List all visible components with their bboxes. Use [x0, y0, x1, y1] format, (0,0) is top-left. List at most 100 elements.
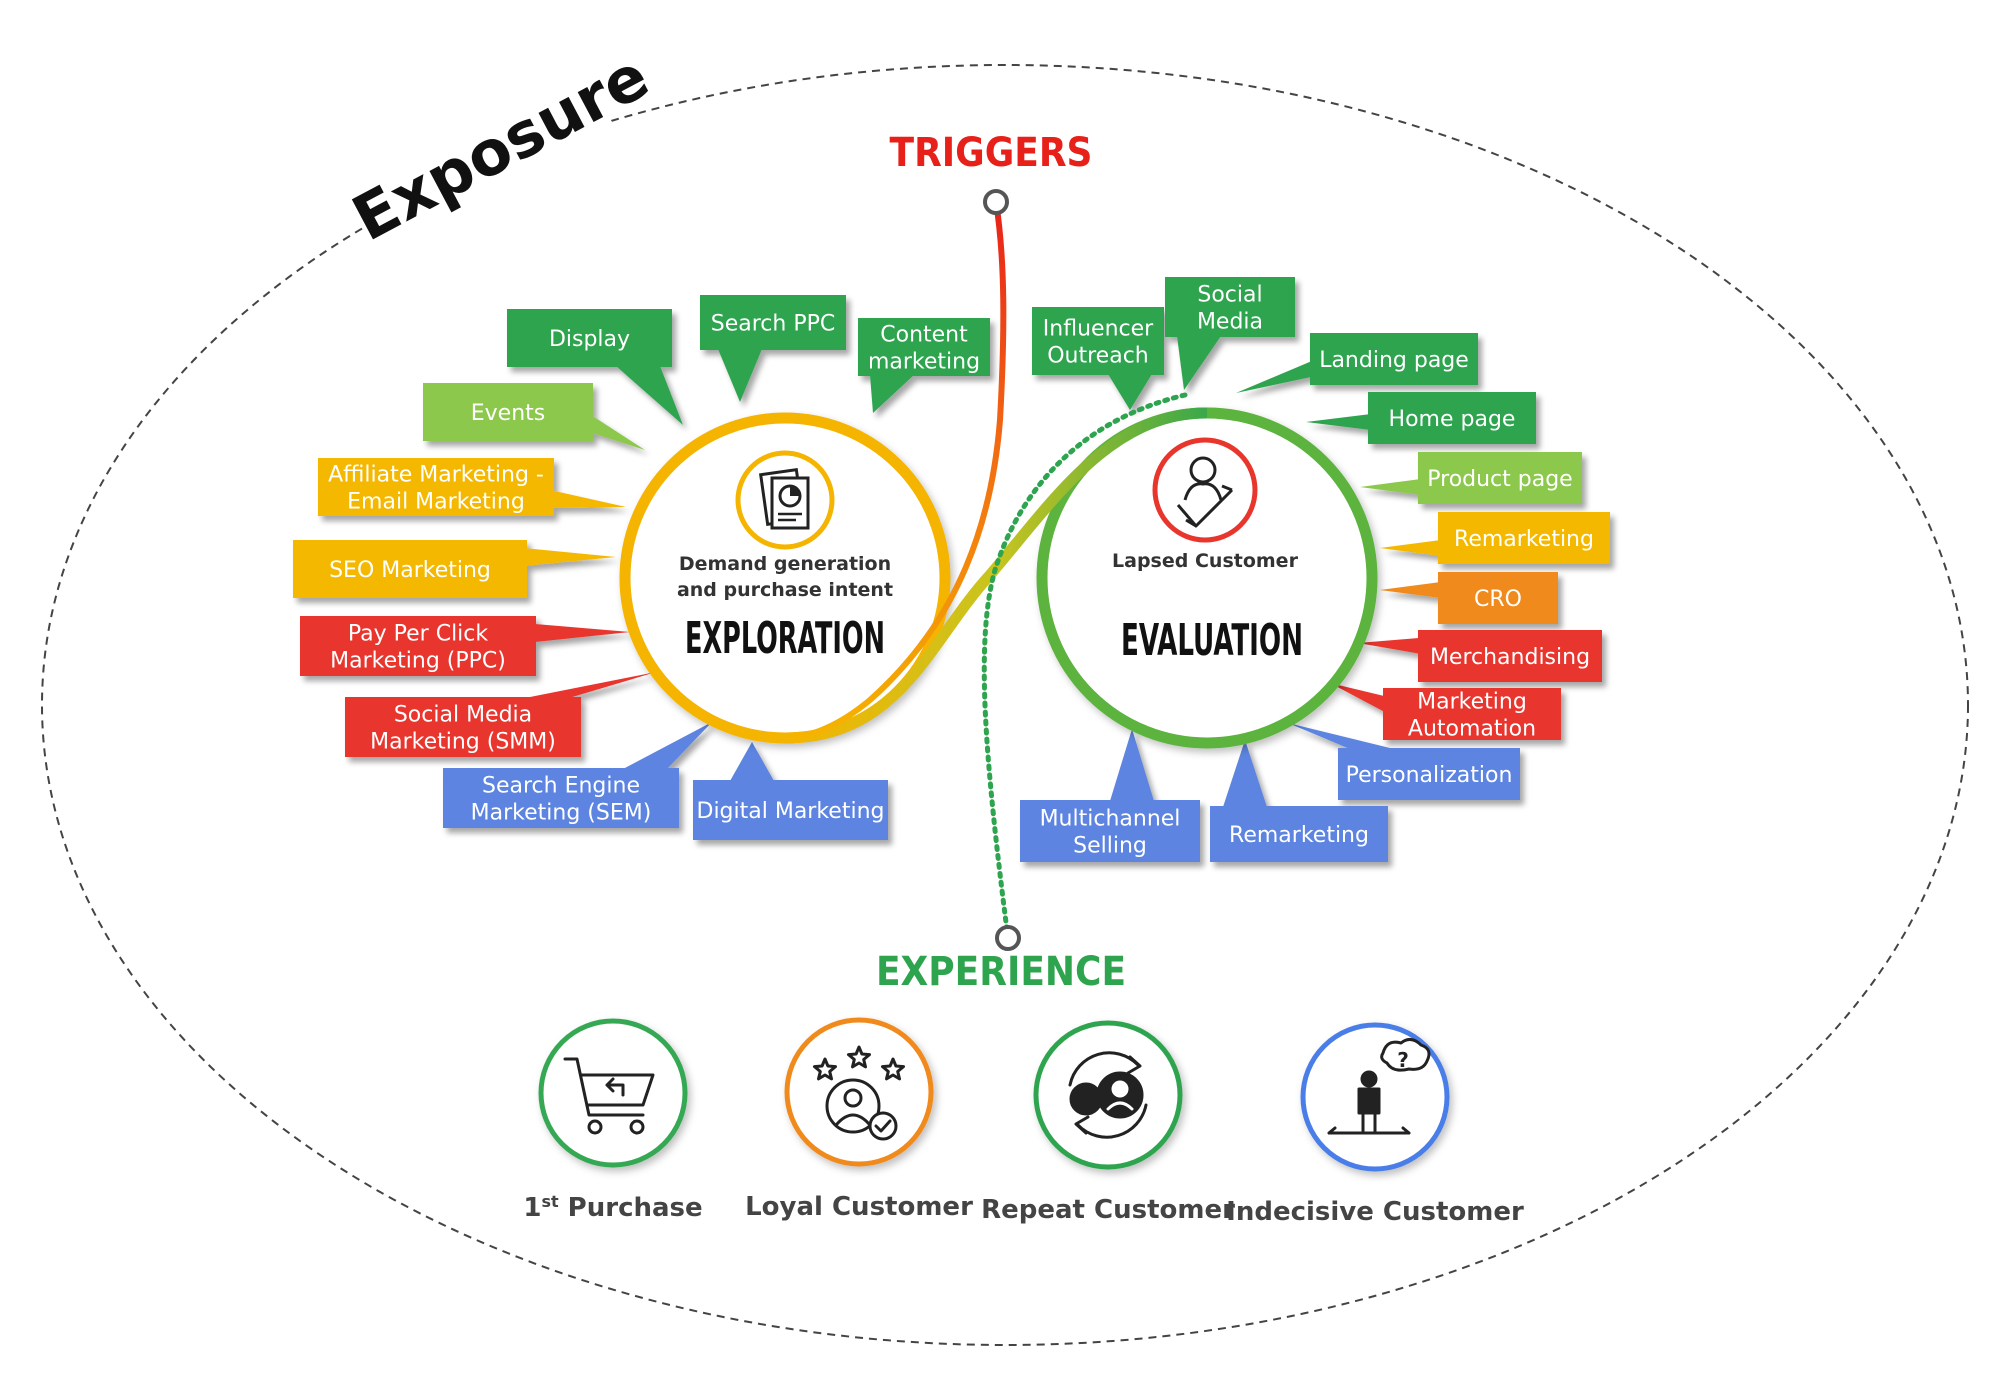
exploration-channel-callout [423, 383, 645, 450]
exploration-channel-callout-pointer [592, 415, 645, 450]
evaluation-channel-callout [1020, 729, 1200, 862]
experience-line [981, 392, 1188, 941]
evaluation-channel-callout-pointer [1236, 361, 1311, 393]
exploration-channel-callout-label: Display [549, 327, 630, 352]
persona-label: Repeat Customer [981, 1195, 1235, 1225]
exploration-channel-callout-pointer [535, 624, 630, 642]
evaluation-channel-callout-box [1210, 806, 1388, 862]
experience-node [995, 925, 1021, 951]
persona-item: ? Indecisive Customer [1226, 1022, 1524, 1227]
evaluation-channel-callout-box [1418, 452, 1582, 504]
report-document-icon [735, 450, 835, 550]
evaluation-channel-callout [1380, 572, 1558, 624]
exploration-channel-callout-label: Email Marketing [347, 490, 525, 515]
evaluation-channel-callout-label: Influencer [1043, 317, 1154, 342]
evaluation-channel-callout-label: Home page [1389, 407, 1516, 432]
evaluation-channel-callout-pointer [1223, 740, 1267, 807]
evaluation-channel-callout-label: Product page [1427, 467, 1572, 492]
exploration-channel-callout-pointer [870, 375, 914, 413]
evaluation-channel-callout [1330, 683, 1561, 740]
evaluation-channel-callout-label: Remarketing [1454, 527, 1594, 552]
exploration-channel-callout-box [293, 540, 527, 598]
evaluation-channel-callout-label: Remarketing [1229, 823, 1369, 848]
evaluation-channel-callout-label: Outreach [1047, 344, 1149, 369]
exploration-channel-callout-pointer [623, 722, 712, 769]
exploration-subtitle-2: and purchase intent [677, 579, 893, 601]
exploration-channel-callout-label: Search PPC [711, 312, 835, 337]
evaluation-channel-callout-pointer [1358, 638, 1419, 654]
evaluation-channel-callout [1306, 392, 1536, 444]
evaluation-channel-callout-pointer [1108, 374, 1152, 410]
exploration-channel-callout-label: Search Engine [482, 774, 640, 799]
persona-label: Indecisive Customer [1226, 1197, 1524, 1227]
exploration-channel-callout-box [693, 780, 888, 840]
exploration-channel-callout-box [345, 697, 581, 757]
persona-item: Repeat Customer [981, 1020, 1235, 1225]
exploration-channel-callout-pointer [525, 672, 656, 698]
evaluation-channel-callout-box [1165, 277, 1295, 337]
evaluation-channel-callout-label: Multichannel [1040, 807, 1181, 832]
triggers-label: TRIGGERS [890, 130, 1093, 176]
exploration-channel-callout-label: Pay Per Click [348, 622, 489, 647]
loyal-customer-stars-icon [813, 1045, 905, 1141]
evaluation-channel-callout-label: CRO [1474, 587, 1522, 612]
exploration-channel-callout-label: Social Media [394, 703, 532, 728]
exploration-channel-callout-box [700, 295, 846, 350]
evaluation-channel-callout [1380, 512, 1610, 564]
persona-ring [538, 1018, 688, 1168]
exploration-channel-callout-pointer [616, 366, 683, 425]
evaluation-channel-callout-box [1310, 333, 1478, 385]
customer-personas: 1st Purchase Loyal Customer Repeat Custome… [523, 1017, 1524, 1227]
evaluation-channel-callout-pointer [1288, 723, 1394, 749]
evaluation-channel-callout-pointer [1177, 336, 1221, 390]
exploration-channel-callout [293, 540, 616, 598]
exploration-channel-callout-pointer [730, 742, 774, 781]
infinity-crossing [784, 407, 1208, 744]
evaluation-channel-callout [1165, 277, 1295, 390]
exploration-channel-callout-box [858, 318, 990, 376]
triggers-node [983, 189, 1009, 215]
exposure-boundary [41, 64, 1969, 1346]
exploration-channel-callout [507, 309, 683, 425]
exploration-channel-callout-pointer [553, 490, 626, 508]
exploration-heading: EXPLORATION [685, 613, 885, 664]
exploration-channels: Display Search PPC ContentmarketingEventsA… [293, 295, 990, 840]
exploration-channel-callout-label: Marketing (PPC) [330, 649, 506, 674]
exploration-channel-callout [300, 616, 630, 676]
exploration-channel-callout-label: Events [471, 401, 546, 426]
persona-label: Loyal Customer [745, 1192, 973, 1222]
evaluation-channel-callout-pointer [1306, 414, 1369, 430]
repeat-customer-cycle-icon [1068, 1051, 1148, 1139]
customer-hand-icon [1152, 437, 1258, 543]
exploration-channel-callout-label: Marketing (SMM) [370, 730, 556, 755]
evaluation-channel-callout-label: Automation [1408, 717, 1536, 742]
evaluation-channel-callout-label: Personalization [1346, 763, 1513, 788]
shopping-cart-icon [563, 1057, 655, 1135]
persona-label: 1st Purchase [523, 1192, 702, 1224]
evaluation-channel-callout-box [1368, 392, 1536, 444]
evaluation-channel-callout-pointer [1380, 540, 1439, 556]
exploration-channel-callout-box [300, 616, 536, 676]
exploration-channel-callout-label: Content [880, 323, 968, 348]
evaluation-channel-callout-box [1438, 512, 1610, 564]
exploration-channel-callout-label: marketing [868, 350, 980, 375]
evaluation-channel-callout-label: Social [1197, 283, 1262, 308]
evaluation-channel-callout [1210, 740, 1388, 862]
exploration-channel-callout-box [318, 458, 554, 516]
exploration-channel-callout-box [443, 768, 679, 828]
exploration-channel-callout-label: Affiliate Marketing - [328, 463, 544, 488]
evaluation-channel-callout-box [1383, 688, 1561, 740]
evaluation-channel-callout-label: Merchandising [1430, 645, 1590, 670]
evaluation-channel-callout-pointer [1360, 479, 1419, 495]
exploration-subtitle-1: Demand generation [679, 553, 891, 575]
exploration-channel-callout-box [507, 309, 672, 367]
exploration-channel-callout-pointer [526, 548, 616, 566]
exploration-channel-callout [318, 458, 626, 516]
persona-item: 1st Purchase [523, 1018, 703, 1224]
exploration-channel-callout-label: Digital Marketing [697, 799, 885, 824]
svg-text:?: ? [1397, 1048, 1409, 1072]
persona-item: Loyal Customer [745, 1017, 973, 1222]
exploration-channel-callout-pointer [718, 349, 762, 402]
evaluation-channel-callout-label: Marketing [1417, 690, 1527, 715]
